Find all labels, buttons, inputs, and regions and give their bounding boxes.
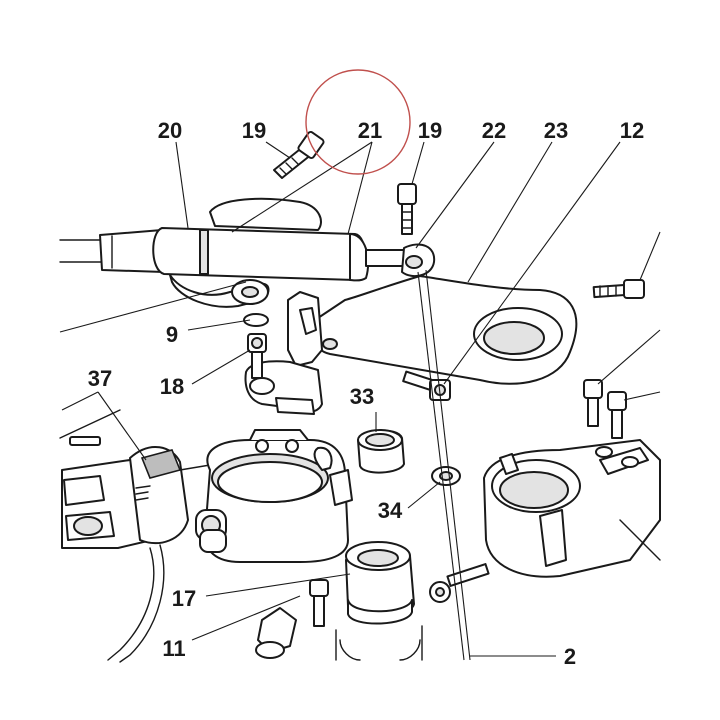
highlight-circle-21 (305, 69, 411, 175)
damper-bracket-20 (169, 197, 322, 308)
callout-18: 18 (160, 374, 184, 399)
upper-triple-clamp-23 (244, 275, 578, 415)
clamp-bolt-center (402, 370, 451, 401)
callout-11: 11 (162, 636, 185, 661)
callout-12: 12 (620, 118, 644, 143)
bolt-11 (255, 579, 329, 659)
washer-9 (243, 313, 269, 327)
callout-34: 34 (378, 498, 403, 523)
callout-2: 2 (564, 644, 576, 669)
stem-axis-2 (417, 269, 471, 661)
callout-19-left: 19 (242, 118, 266, 143)
callout-21: 21 (358, 118, 382, 143)
callout-22: 22 (482, 118, 506, 143)
bolt-19-left (273, 131, 325, 179)
callout-20: 20 (158, 118, 182, 143)
bolts-top-right (583, 379, 627, 439)
steering-damper-21 (59, 227, 436, 282)
callout-17: 17 (172, 586, 196, 611)
callout-labels: 20 19 21 19 22 23 12 9 18 37 33 34 17 11… (88, 118, 644, 669)
callout-19-right: 19 (418, 118, 442, 143)
callout-33: 33 (350, 384, 374, 409)
bolt-19-right (397, 183, 417, 235)
fork-clamp-left (195, 429, 353, 563)
cap-33 (357, 429, 405, 474)
washer-34 (431, 466, 461, 486)
stem-nut-17 (335, 541, 423, 661)
left-handlebar-assembly (59, 409, 241, 663)
scale-marks (135, 485, 151, 501)
bolt-12 (592, 279, 645, 299)
bolt-lower-center (429, 563, 490, 603)
callout-37: 37 (88, 366, 112, 391)
bolt-18 (247, 333, 267, 379)
callout-23: 23 (544, 118, 568, 143)
fork-clamp-right (483, 439, 661, 578)
leader-lines (59, 141, 661, 657)
callout-9: 9 (166, 322, 178, 347)
